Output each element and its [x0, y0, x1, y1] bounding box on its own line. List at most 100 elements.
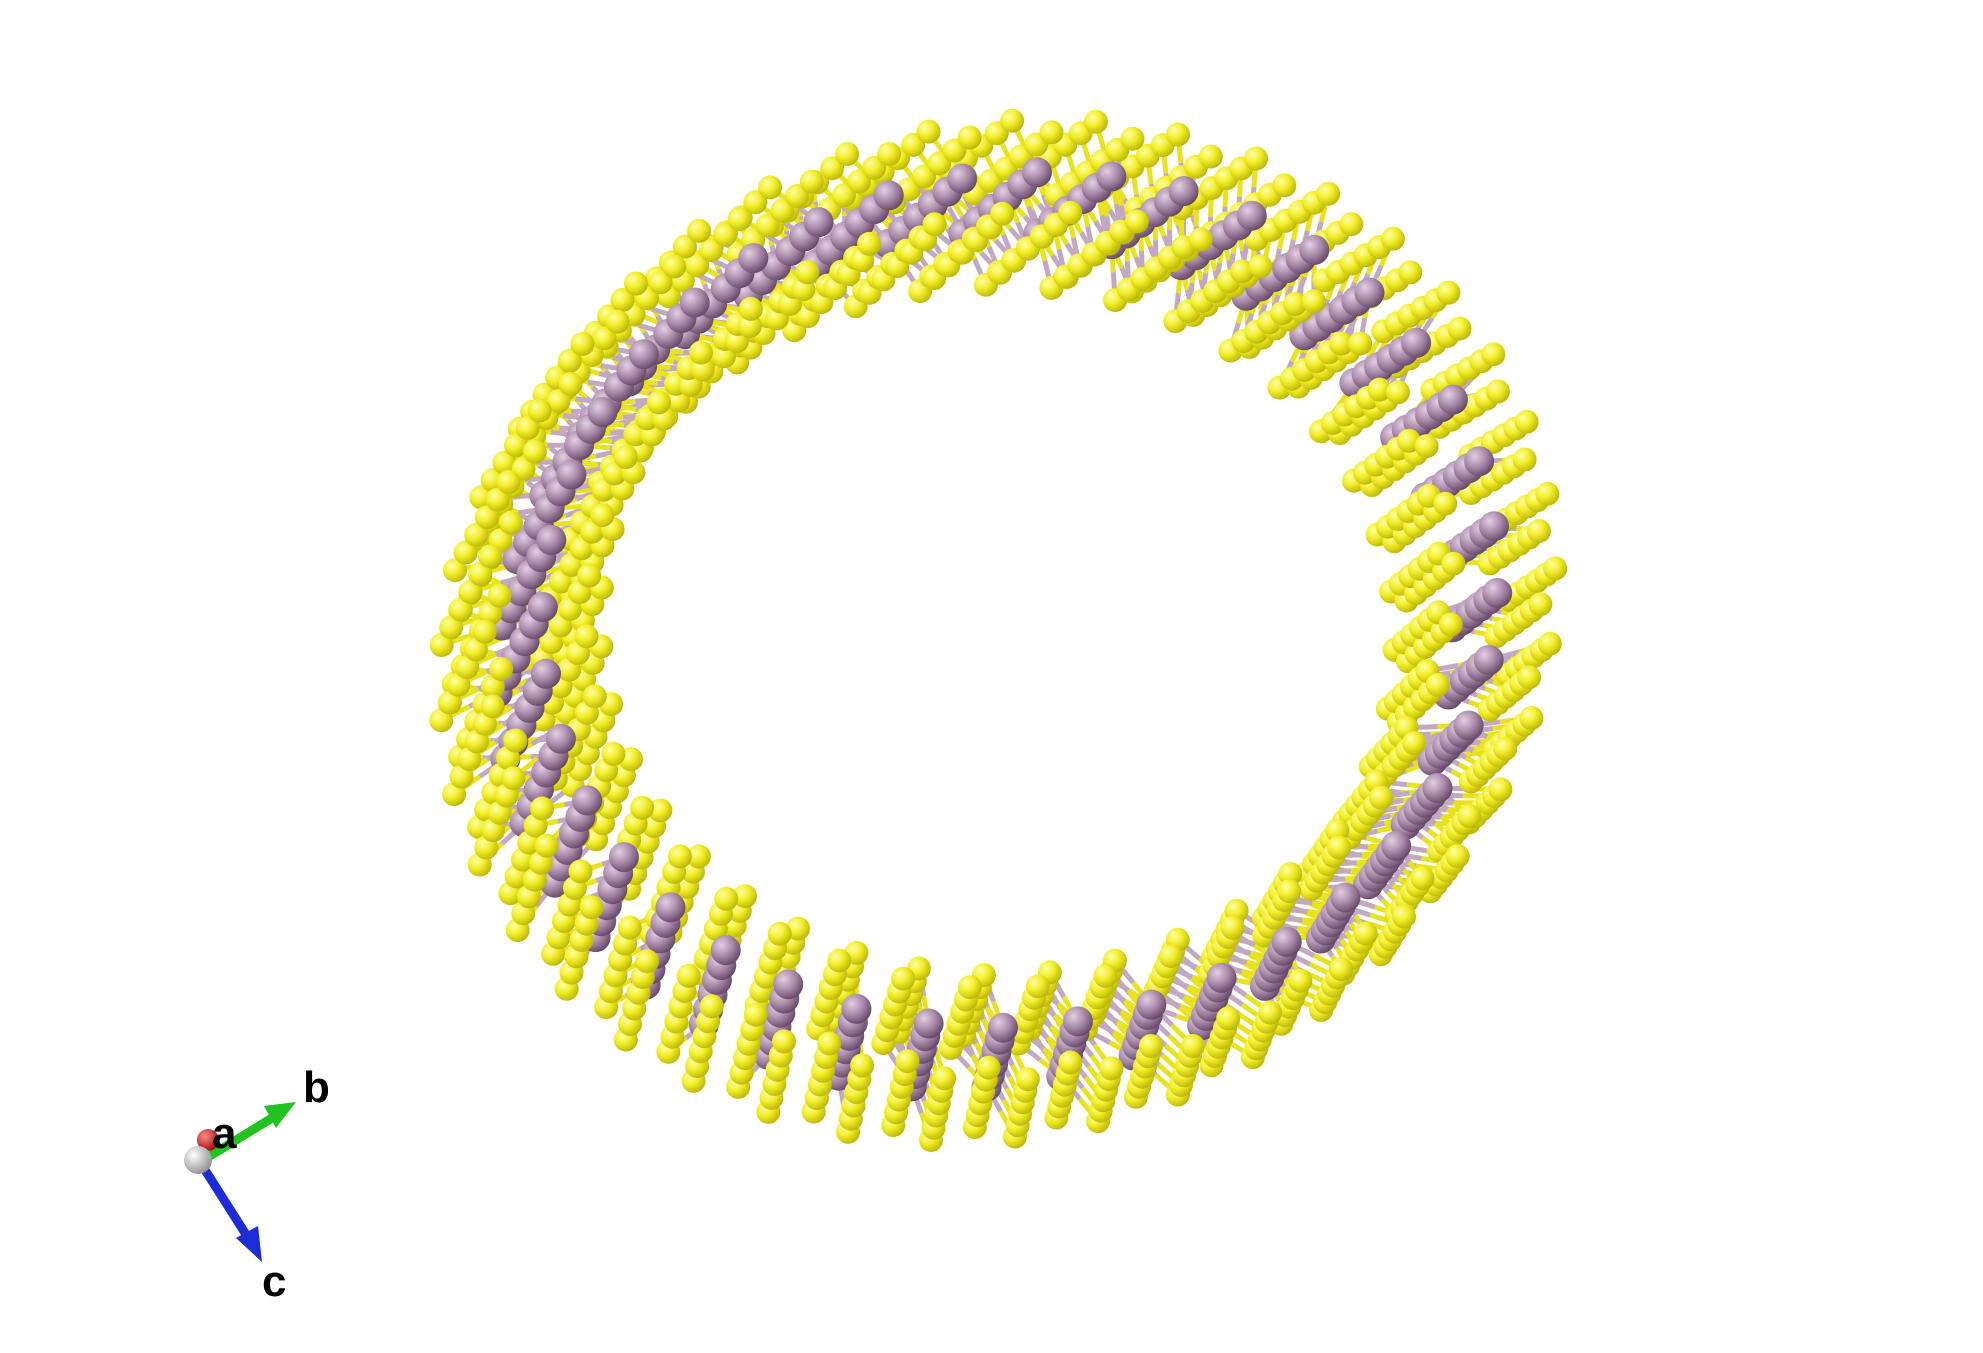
sulfur-atom — [487, 583, 512, 608]
sulfur-atom — [579, 895, 604, 920]
sulfur-atom — [546, 389, 571, 413]
sulfur-atom — [755, 213, 780, 238]
sulfur-atom — [758, 175, 782, 200]
metal-atom — [1437, 384, 1468, 415]
sulfur-atom — [515, 415, 540, 440]
sulfur-atom — [489, 657, 514, 681]
sulfur-atom — [1526, 519, 1551, 543]
sulfur-atom — [1083, 109, 1108, 134]
sulfur-atom — [687, 218, 711, 243]
metal-atom — [1299, 234, 1330, 265]
sulfur-atom — [662, 254, 687, 279]
sulfur-atom — [474, 505, 499, 530]
axis-origin-sphere — [184, 1146, 212, 1174]
axis-a-label: a — [212, 1109, 237, 1158]
sulfur-atom — [1447, 316, 1472, 341]
sulfur-atom — [820, 156, 845, 181]
sulfur-atom — [601, 741, 626, 766]
axis-b-arrowhead — [264, 1102, 296, 1128]
sulfur-atom — [1445, 844, 1470, 869]
sulfur-atom — [453, 540, 478, 565]
sulfur-atom — [648, 270, 673, 295]
sulfur-atom — [437, 690, 462, 715]
sulfur-atom — [613, 445, 638, 469]
sulfur-atom — [1138, 1034, 1163, 1058]
sulfur-atom — [713, 222, 738, 247]
sulfur-atom — [976, 1055, 1001, 1080]
sulfur-atom — [1398, 260, 1423, 285]
sulfur-atom — [1216, 1006, 1241, 1031]
nanotube-structure[interactable] — [429, 108, 1568, 1152]
sulfur-atom — [472, 619, 497, 644]
sulfur-atom — [1392, 904, 1416, 929]
sulfur-atom — [743, 190, 768, 215]
sulfur-atom — [1353, 921, 1378, 946]
sulfur-atom — [957, 125, 982, 150]
metal-atom — [572, 785, 603, 816]
sulfur-atom — [492, 450, 517, 475]
sulfur-atom — [1124, 209, 1149, 234]
metal-atom — [1271, 926, 1302, 957]
sulfur-atom — [480, 694, 505, 719]
sulfur-atom — [577, 563, 602, 588]
sulfur-atom — [699, 237, 724, 262]
metal-atom — [545, 723, 576, 754]
sulfur-atom — [1436, 280, 1461, 305]
metal-atom — [873, 180, 904, 211]
sulfur-atom — [667, 844, 692, 869]
sulfur-atom — [1402, 731, 1427, 755]
metal-atom — [988, 1012, 1018, 1043]
sulfur-atom — [1180, 1034, 1205, 1058]
metal-atom — [710, 935, 741, 966]
sulfur-atom — [458, 579, 483, 604]
metal-atom — [1354, 277, 1385, 308]
sulfur-atom — [610, 287, 635, 312]
sulfur-atom — [501, 766, 526, 791]
metal-atom — [773, 969, 804, 1000]
axis-labels: a b c — [212, 1063, 330, 1306]
sulfur-atom — [895, 1049, 920, 1074]
metal-atom — [1136, 989, 1167, 1020]
sulfur-atom — [699, 994, 724, 1019]
sulfur-atom — [1414, 434, 1439, 459]
metal-atom — [1236, 200, 1267, 231]
sulfur-atom — [648, 798, 673, 823]
sulfur-atom — [1348, 331, 1373, 356]
sulfur-atom — [605, 309, 630, 334]
sulfur-atom — [1410, 866, 1435, 891]
metal-atom — [947, 163, 978, 194]
metal-atom — [556, 459, 587, 490]
axis-b-shaft — [195, 1113, 277, 1167]
sulfur-atom — [877, 142, 902, 166]
sulfur-atom — [455, 655, 480, 680]
metal-atom — [1022, 157, 1052, 188]
sulfur-atom — [1301, 289, 1326, 314]
sulfur-atom — [1537, 631, 1562, 656]
sulfur-atom — [590, 503, 615, 528]
sulfur-atom — [1493, 736, 1518, 761]
metal-atom — [1062, 1006, 1093, 1037]
sulfur-atom — [485, 487, 510, 512]
sulfur-atom — [1188, 227, 1213, 252]
metal-atom — [1330, 882, 1361, 913]
metal-atom — [531, 658, 561, 689]
sulfur-atom — [1438, 612, 1463, 637]
sulfur-atom — [1327, 835, 1351, 860]
sulfur-atom — [582, 684, 607, 709]
metal-atom — [913, 1008, 944, 1039]
sulfur-atom — [795, 260, 820, 285]
metal-atom — [803, 207, 834, 238]
sulfur-atom — [1512, 447, 1537, 472]
sulfur-atom — [799, 169, 824, 194]
axis-orientation-gizmo: a b c — [184, 1063, 330, 1306]
sulfur-atom — [446, 672, 471, 697]
sulfur-atom — [478, 601, 503, 626]
sulfur-atom — [1441, 551, 1466, 576]
sulfur-atom — [1457, 804, 1482, 828]
sulfur-atom — [1519, 706, 1544, 730]
sulfur-atom — [1386, 380, 1410, 405]
sulfur-atom — [1099, 1056, 1124, 1081]
sulfur-atom — [1481, 342, 1506, 367]
sulfur-atom — [1485, 379, 1510, 404]
